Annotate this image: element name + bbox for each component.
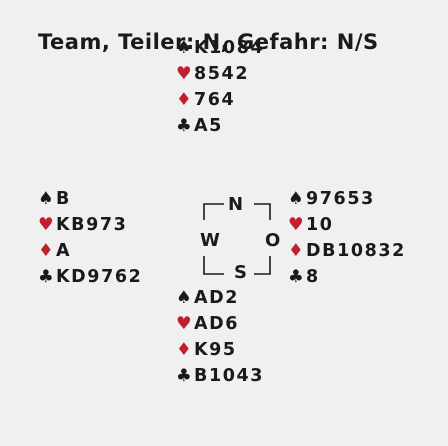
spade-icon: ♠ bbox=[176, 288, 194, 308]
east-clubs-row: ♣8 bbox=[288, 264, 406, 290]
east-diamonds: DB10832 bbox=[306, 241, 406, 261]
club-icon: ♣ bbox=[288, 267, 306, 287]
east-clubs: 8 bbox=[306, 267, 320, 287]
east-spades: 97653 bbox=[306, 189, 375, 209]
spade-icon: ♠ bbox=[176, 38, 194, 58]
west-hand: ♠B ♥KB973 ♦A ♣KD9762 bbox=[38, 186, 142, 290]
east-hearts-row: ♥10 bbox=[288, 212, 406, 238]
west-spades-row: ♠B bbox=[38, 186, 142, 212]
north-hearts: 8542 bbox=[194, 64, 250, 84]
diamond-icon: ♦ bbox=[176, 340, 194, 360]
spade-icon: ♠ bbox=[38, 189, 56, 209]
north-hearts-row: ♥8542 bbox=[176, 61, 264, 87]
spade-icon: ♠ bbox=[288, 189, 306, 209]
south-spades: AD2 bbox=[194, 288, 240, 308]
compass-frame-icon bbox=[203, 203, 271, 275]
west-hearts: KB973 bbox=[56, 215, 128, 235]
west-spades: B bbox=[56, 189, 71, 209]
west-diamonds: A bbox=[56, 241, 72, 261]
west-hearts-row: ♥KB973 bbox=[38, 212, 142, 238]
club-icon: ♣ bbox=[176, 116, 194, 136]
club-icon: ♣ bbox=[38, 267, 56, 287]
compass-corner-sw bbox=[203, 256, 224, 275]
north-diamonds-row: ♦764 bbox=[176, 87, 264, 113]
south-hearts-row: ♥AD6 bbox=[176, 311, 264, 337]
heart-icon: ♥ bbox=[176, 314, 194, 334]
north-clubs-row: ♣A5 bbox=[176, 113, 264, 139]
west-diamonds-row: ♦A bbox=[38, 238, 142, 264]
south-spades-row: ♠AD2 bbox=[176, 285, 264, 311]
heart-icon: ♥ bbox=[176, 64, 194, 84]
north-spades-row: ♠K1084 bbox=[176, 35, 264, 61]
compass-corner-nw bbox=[203, 203, 224, 220]
heart-icon: ♥ bbox=[38, 215, 56, 235]
north-diamonds: 764 bbox=[194, 90, 236, 110]
west-clubs-row: ♣KD9762 bbox=[38, 264, 142, 290]
diamond-icon: ♦ bbox=[38, 241, 56, 261]
east-spades-row: ♠97653 bbox=[288, 186, 406, 212]
compass-corner-ne bbox=[254, 203, 271, 220]
south-hand: ♠AD2 ♥AD6 ♦K95 ♣B1043 bbox=[176, 285, 264, 389]
north-clubs: A5 bbox=[194, 116, 223, 136]
club-icon: ♣ bbox=[176, 366, 194, 386]
compass-east-label: O bbox=[265, 230, 281, 251]
heart-icon: ♥ bbox=[288, 215, 306, 235]
north-spades: K1084 bbox=[194, 38, 265, 58]
south-clubs-row: ♣B1043 bbox=[176, 363, 264, 389]
compass-rose: N W O S bbox=[198, 190, 290, 290]
east-hearts: 10 bbox=[306, 215, 334, 235]
south-diamonds-row: ♦K95 bbox=[176, 337, 264, 363]
compass-north-label: N bbox=[228, 194, 244, 215]
diamond-icon: ♦ bbox=[288, 241, 306, 261]
compass-corner-se bbox=[254, 256, 271, 275]
north-hand: ♠K1084 ♥8542 ♦764 ♣A5 bbox=[176, 35, 264, 139]
east-hand: ♠97653 ♥10 ♦DB10832 ♣8 bbox=[288, 186, 406, 290]
west-clubs: KD9762 bbox=[56, 267, 143, 287]
east-diamonds-row: ♦DB10832 bbox=[288, 238, 406, 264]
deal-title: Team, Teiler: N, Gefahr: N/S bbox=[38, 30, 379, 54]
compass-west-label: W bbox=[200, 230, 220, 251]
south-hearts: AD6 bbox=[194, 314, 240, 334]
compass-south-label: S bbox=[234, 262, 247, 283]
south-diamonds: K95 bbox=[194, 340, 237, 360]
diamond-icon: ♦ bbox=[176, 90, 194, 110]
south-clubs: B1043 bbox=[194, 366, 265, 386]
